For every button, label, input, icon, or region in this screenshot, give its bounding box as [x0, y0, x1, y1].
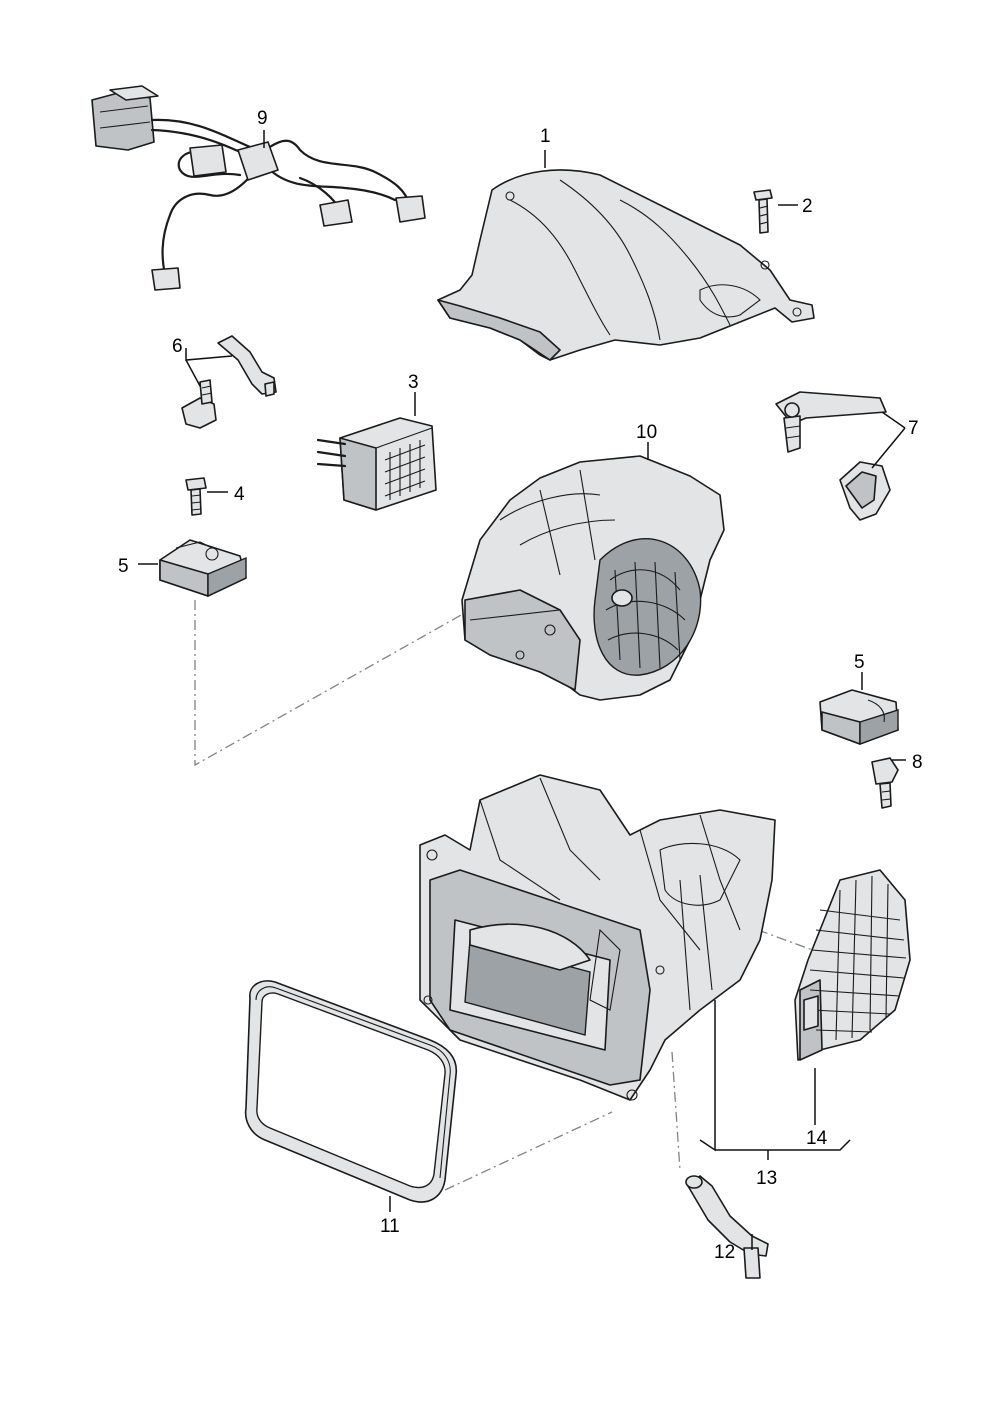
servo-motor-5-right — [819, 689, 899, 746]
seal-gasket — [244, 980, 458, 1203]
air-box-housing — [419, 774, 776, 1101]
callout-labels: 1 2 3 4 5 5 6 7 8 9 10 11 12 13 14 — [118, 108, 923, 1263]
blower-fan-housing — [461, 455, 725, 701]
screw-2 — [753, 189, 773, 234]
grille-cover — [794, 869, 911, 1061]
drain-hose — [685, 1175, 769, 1279]
callout-6: 6 — [172, 336, 183, 357]
callout-9: 9 — [257, 108, 268, 129]
lever-7 — [775, 391, 891, 521]
wiring-harness — [91, 85, 426, 291]
callout-1: 1 — [540, 126, 551, 147]
callout-2: 2 — [802, 196, 813, 217]
callout-10: 10 — [636, 422, 657, 443]
callout-13: 13 — [756, 1168, 777, 1189]
servo-motor-5-left — [159, 539, 247, 598]
control-unit-3 — [316, 417, 437, 511]
callout-11: 11 — [380, 1216, 400, 1237]
callout-14: 14 — [806, 1128, 828, 1149]
callout-7: 7 — [908, 418, 919, 439]
callout-5-left: 5 — [118, 556, 129, 577]
screw-4 — [185, 477, 207, 516]
callout-5-right: 5 — [854, 652, 865, 673]
blower-cover — [437, 169, 815, 361]
sensor-8 — [871, 757, 899, 809]
callout-8: 8 — [912, 752, 923, 773]
callout-4: 4 — [234, 484, 245, 505]
callout-3: 3 — [408, 372, 419, 393]
leader-lines — [138, 130, 906, 1250]
lever-6 — [181, 335, 277, 429]
callout-12: 12 — [714, 1242, 735, 1263]
assembly-lines — [194, 600, 819, 1191]
